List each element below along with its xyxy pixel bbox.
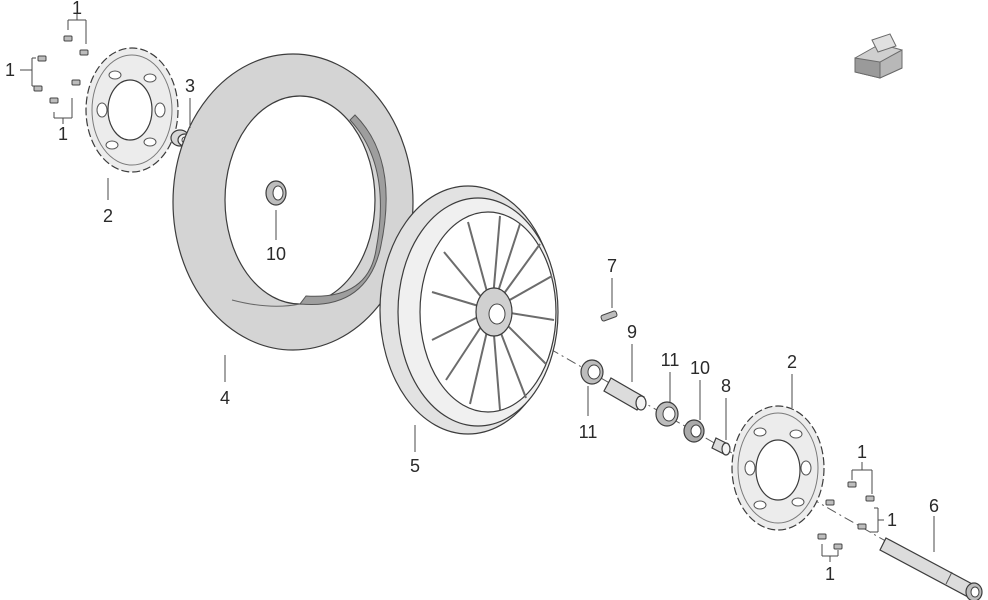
callout-valve: 7	[607, 256, 617, 276]
disc-bolts-left	[20, 14, 89, 124]
rim	[379, 185, 559, 435]
callout-spacer-right: 8	[721, 376, 731, 396]
callout-bolts-right-side: 1	[887, 510, 897, 530]
callout-bearing-right: 11	[661, 350, 680, 370]
bearing-right	[655, 401, 679, 427]
callout-bolts-left-top: 1	[72, 0, 82, 18]
callout-disc-left: 2	[103, 206, 113, 226]
valve	[600, 310, 618, 322]
callout-bolts-right-top: 1	[857, 442, 867, 462]
disc-bolts-right	[817, 462, 884, 562]
tyre	[172, 53, 414, 351]
callout-seal-left: 10	[266, 244, 286, 264]
callout-bolts-left-bottom: 1	[58, 124, 68, 144]
callout-bolts-left-side: 1	[5, 60, 15, 80]
brake-disc-left	[85, 47, 179, 173]
callout-disc-right: 2	[787, 352, 797, 372]
callout-rim: 5	[410, 456, 420, 476]
callout-bolts-right-bottom: 1	[825, 564, 835, 584]
spacer-right	[711, 437, 731, 456]
callout-axle: 6	[929, 496, 939, 516]
callout-tyre: 4	[220, 388, 230, 408]
direction-arrow-icon	[854, 33, 903, 79]
callout-labels: 1 1 1 2 3 4 10 5 7 9 11 11 10 8 2 1 1 1 …	[5, 0, 939, 584]
seal-right	[683, 419, 705, 443]
assembly-axis	[184, 139, 981, 596]
callout-bearing-left: 11	[579, 422, 598, 442]
callout-seal-right: 10	[690, 358, 710, 378]
seal-left	[265, 180, 287, 206]
callout-spacer-left: 3	[185, 76, 195, 96]
bearing-left	[580, 359, 604, 385]
distance-tube	[603, 377, 647, 411]
callout-distance-tube: 9	[627, 322, 637, 342]
brake-disc-right	[731, 405, 825, 531]
leader-lines	[107, 98, 935, 552]
axle	[879, 537, 983, 600]
